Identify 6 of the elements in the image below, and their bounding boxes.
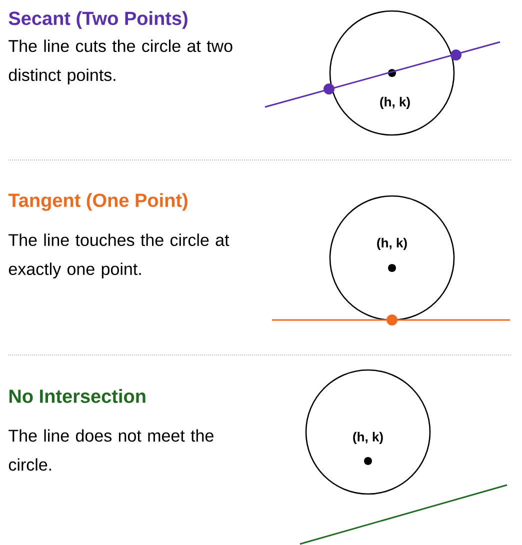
description: The line cuts the circle at two distinct points. [8, 40, 232, 84]
heading: Secant (Two Points) [8, 11, 188, 29]
heading: No Intersection [9, 389, 146, 403]
heading: Tangent (One Point) [8, 193, 188, 211]
description: The line does not meet the circle. [8, 429, 214, 471]
description: The line touches the circle at exactly one point. [8, 234, 230, 278]
